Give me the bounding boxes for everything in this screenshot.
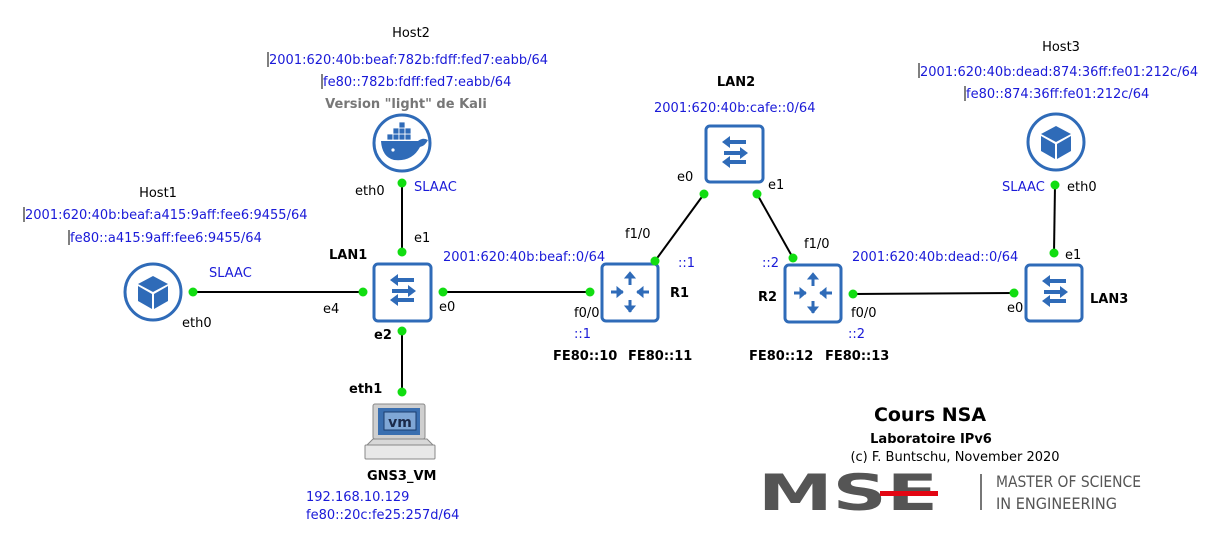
link-r1-lan2 <box>654 193 705 262</box>
host1-title: Host1 <box>139 186 177 201</box>
gns3vm-ipv6-link: fe80::20c:fe25:257d/64 <box>306 508 459 523</box>
endpoint-dot <box>848 289 858 299</box>
r1-port-f00: f0/0 <box>574 306 600 321</box>
endpoint-dot <box>397 326 407 336</box>
r2-link-local-a: FE80::12 <box>749 349 813 364</box>
endpoint-dot <box>397 247 407 257</box>
host2-title: Host2 <box>392 26 430 41</box>
link-r2-lan3 <box>852 292 1015 295</box>
cube-icon <box>138 276 168 309</box>
router-arrows-icon <box>794 272 832 314</box>
host3-title: Host3 <box>1042 40 1080 55</box>
endpoint-dot <box>752 189 762 199</box>
copyright: (c) F. Buntschu, November 2020 <box>850 450 1059 465</box>
lan1-port-e2: e2 <box>374 328 392 343</box>
host2-ipv6-global: 2001:620:40b:beaf:782b:fdff:fed7:eabb/64 <box>269 53 548 68</box>
gns3vm-title: GNS3_VM <box>367 469 436 484</box>
lan2-port-e0: e0 <box>677 170 693 185</box>
host1-iface: eth0 <box>182 316 212 331</box>
switch-arrows-icon <box>390 274 416 306</box>
switch-arrows-icon <box>1042 275 1068 307</box>
host2-ipv6-link: fe80::782b:fdff:fed7:eabb/64 <box>323 75 511 90</box>
host3-device[interactable] <box>1026 112 1086 172</box>
r1-link-local-a: FE80::10 <box>553 349 617 364</box>
r2-link-local-b: FE80::13 <box>825 349 889 364</box>
router-r2[interactable] <box>783 263 843 324</box>
r1-title: R1 <box>670 286 689 301</box>
r2-port-f00: f0/0 <box>851 306 877 321</box>
host3-ipv6-link: fe80::874:36ff:fe01:212c/64 <box>966 87 1149 102</box>
lan2-port-e1: e1 <box>768 178 784 193</box>
logo-line1: MASTER OF SCIENCE <box>996 472 1141 491</box>
mse-logo: MSE MASTER OF SCIENCE IN ENGINEERING <box>758 464 1141 522</box>
endpoint-dot <box>585 287 595 297</box>
lan3-port-e1: e1 <box>1065 248 1081 263</box>
lan1-port-e0: e0 <box>439 300 455 315</box>
lan2-prefix: 2001:620:40b:cafe::0/64 <box>654 101 815 116</box>
lan1-prefix: 2001:620:40b:beaf::0/64 <box>443 250 605 265</box>
links <box>193 183 1056 392</box>
router-arrows-icon <box>611 271 649 313</box>
switch-lan2[interactable] <box>704 124 765 184</box>
endpoint-dot <box>1009 288 1019 298</box>
link-endpoints <box>188 178 1060 397</box>
host3-mode: SLAAC <box>1002 180 1045 195</box>
switch-arrows-icon <box>722 136 748 168</box>
r2-title: R2 <box>758 290 777 305</box>
laptop-icon: vm <box>364 403 436 460</box>
router-r1[interactable] <box>600 262 660 323</box>
endpoint-dot <box>699 189 709 199</box>
lan3-port-e0: e0 <box>1007 301 1023 316</box>
host2-subtitle: Version "light" de Kali <box>325 97 487 112</box>
host2-mode: SLAAC <box>414 180 457 195</box>
host1-ipv6-link: fe80::a415:9aff:fee6:9455/64 <box>70 231 262 246</box>
host3-iface: eth0 <box>1067 180 1097 195</box>
r1-addr-f00: ::1 <box>574 327 591 342</box>
gns3vm-iface: eth1 <box>349 382 382 397</box>
r2-addr-f00: ::2 <box>848 327 865 342</box>
host2-iface: eth0 <box>355 184 385 199</box>
logo-line2: IN ENGINEERING <box>996 494 1117 513</box>
lab-title: Laboratoire IPv6 <box>870 432 992 447</box>
r2-addr-f10: ::2 <box>762 256 779 271</box>
r1-port-f10: f1/0 <box>625 227 651 242</box>
link-lan2-r2 <box>756 193 794 259</box>
endpoint-dot <box>188 287 198 297</box>
endpoint-dot <box>788 253 798 263</box>
gns3vm-ipv4: 192.168.10.129 <box>306 490 409 505</box>
r2-port-f10: f1/0 <box>804 237 830 252</box>
r1-addr-f10: ::1 <box>678 256 695 271</box>
course-title: Cours NSA <box>874 404 986 426</box>
endpoint-dot <box>397 387 407 397</box>
endpoint-dot <box>397 178 407 188</box>
host3-ipv6-global: 2001:620:40b:dead:874:36ff:fe01:212c/64 <box>920 65 1198 80</box>
lan3-title: LAN3 <box>1090 292 1128 307</box>
logo-red-bar <box>880 491 938 496</box>
endpoint-dot <box>358 287 368 297</box>
lan1-title: LAN1 <box>329 248 367 263</box>
host1-device[interactable] <box>123 262 183 322</box>
host2-device[interactable] <box>372 113 432 173</box>
endpoint-dot <box>650 256 660 266</box>
link-host3-lan3 <box>1053 184 1056 254</box>
endpoint-dot <box>1050 180 1060 190</box>
cube-icon <box>1041 126 1071 159</box>
lan2-title: LAN2 <box>717 75 755 90</box>
switch-lan1[interactable] <box>372 262 433 323</box>
lan1-port-e1: e1 <box>414 231 430 246</box>
host1-mode: SLAAC <box>209 266 252 281</box>
gns3vm-device[interactable]: vm <box>364 403 436 460</box>
laptop-screen-text: vm <box>388 415 412 431</box>
switch-lan3[interactable] <box>1024 263 1084 323</box>
host1-ipv6-global: 2001:620:40b:beaf:a415:9aff:fee6:9455/64 <box>25 208 308 223</box>
endpoint-dot <box>438 287 448 297</box>
endpoint-dot <box>1049 248 1059 258</box>
lan1-port-e4: e4 <box>323 302 339 317</box>
r1-link-local-b: FE80::11 <box>628 349 692 364</box>
docker-whale-icon <box>381 121 428 161</box>
lan3-prefix: 2001:620:40b:dead::0/64 <box>852 250 1018 265</box>
